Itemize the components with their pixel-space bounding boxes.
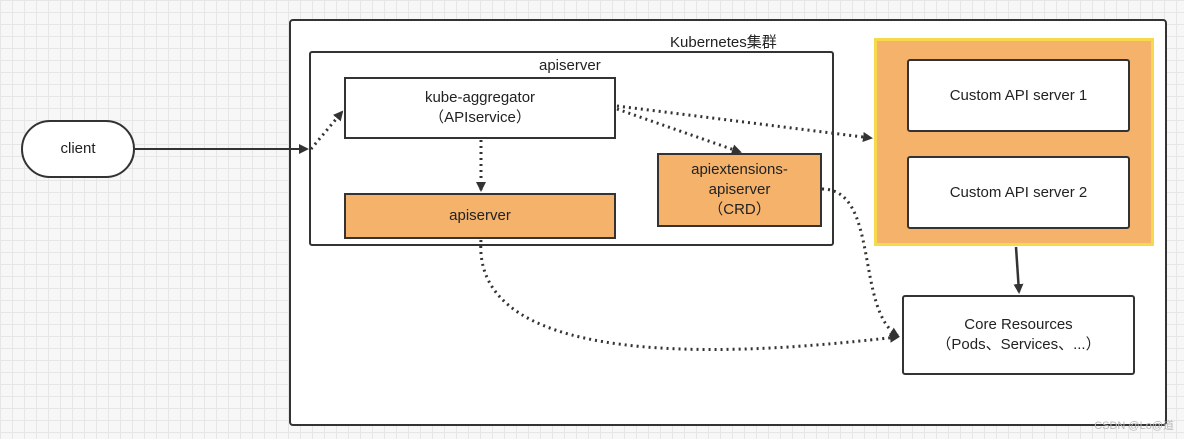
- arrow-aggregator-to-custom-servers: [616, 104, 873, 142]
- apiextensions-label: apiextensions- apiserver （CRD）: [691, 161, 788, 218]
- core-resources-label: Core Resources （Pods、Services、...）: [936, 316, 1101, 353]
- arrow-apiserver-to-core: [479, 239, 900, 352]
- custom-api-server-1-label: Custom API server 1: [949, 86, 1088, 104]
- watermark-text: CSDN @Lo@道: [1094, 420, 1174, 432]
- core-resources-node: Core Resources （Pods、Services、...）: [902, 295, 1135, 375]
- apiserver-group-title: apiserver: [539, 57, 601, 74]
- arrow-to-kube-aggregator: [309, 110, 344, 150]
- kube-aggregator-label: kube-aggregator （APIservice）: [424, 89, 536, 126]
- arrow-custom-to-core: [1013, 246, 1024, 294]
- cluster-title: Kubernetes集群: [670, 34, 777, 51]
- inner-apiserver-node: apiserver: [344, 193, 616, 239]
- client-node: client: [21, 120, 135, 178]
- apiextensions-apiserver-node: apiextensions- apiserver （CRD）: [657, 153, 822, 227]
- arrow-apiextensions-to-core: [821, 187, 900, 338]
- custom-api-server-2-node: Custom API server 2: [907, 156, 1130, 229]
- arrow-aggregator-to-apiextensions: [616, 107, 742, 155]
- custom-api-server-1-node: Custom API server 1: [907, 59, 1130, 132]
- custom-api-server-2-label: Custom API server 2: [949, 183, 1088, 201]
- inner-apiserver-label: apiserver: [449, 207, 511, 224]
- client-label: client: [60, 140, 96, 157]
- kube-aggregator-node: kube-aggregator （APIservice）: [344, 77, 616, 139]
